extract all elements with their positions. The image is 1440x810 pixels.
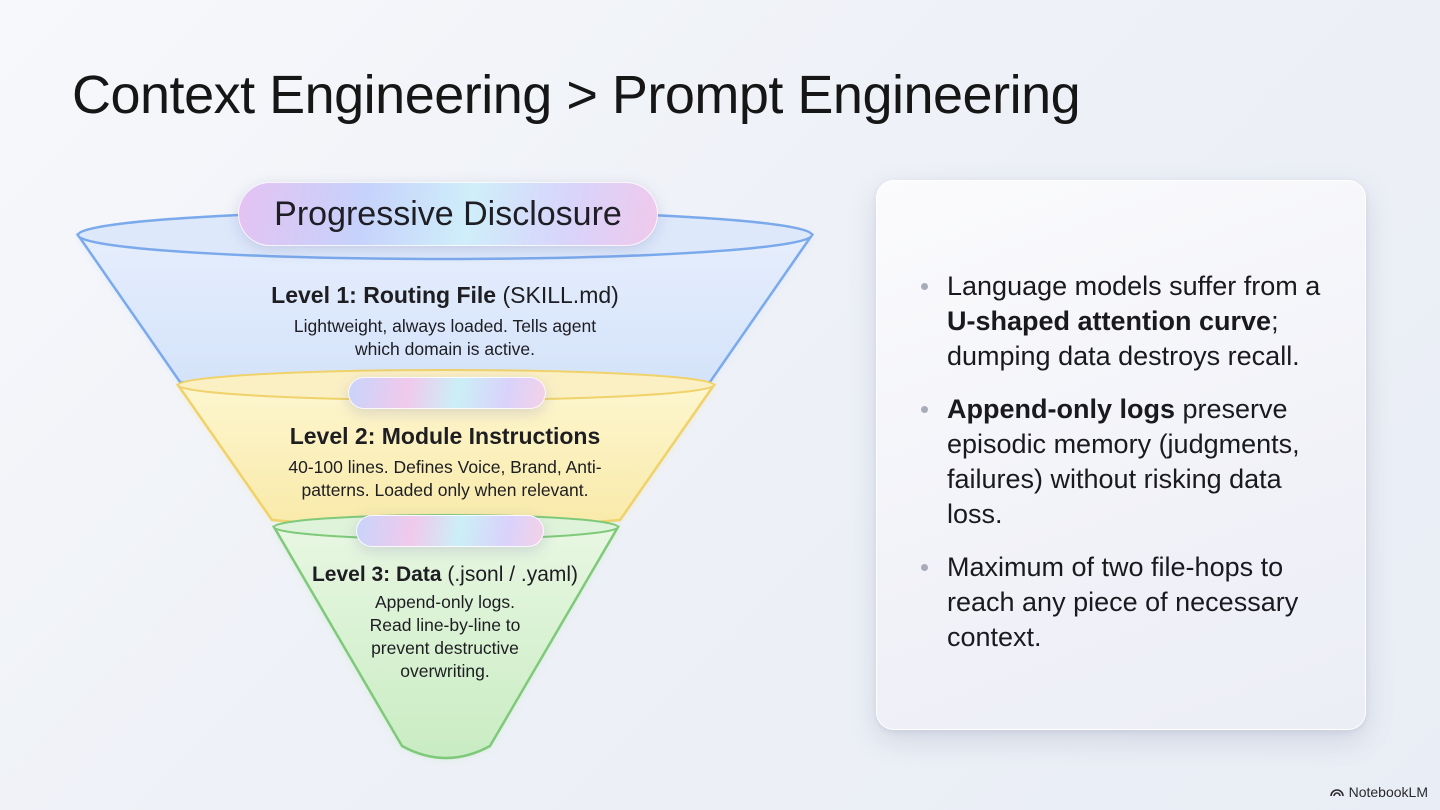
slide-title: Context Engineering > Prompt Engineering: [72, 65, 1081, 125]
level-2-title: Level 2: Module Instructions: [289, 423, 601, 449]
level-3-tier: [271, 525, 621, 760]
progressive-disclosure-label: Progressive Disclosure: [274, 194, 622, 233]
bullet-dot-icon: [921, 283, 928, 290]
level-2-description: 40-100 lines. Defines Voice, Brand, Anti…: [288, 457, 602, 500]
bullet-dot-icon: [921, 564, 928, 571]
level-1-text: Level 1: Routing File (SKILL.md) Lightwe…: [210, 282, 680, 361]
bullet-item: Language models suffer from a U-shaped a…: [921, 269, 1342, 374]
bullet-item: Maximum of two file-hops to reach any pi…: [921, 550, 1342, 655]
key-points-list: Language models suffer from a U-shaped a…: [921, 269, 1342, 673]
key-points-card: Language models suffer from a U-shaped a…: [876, 180, 1366, 730]
bullet-item: Append-only logs preserve episodic memor…: [921, 392, 1342, 532]
level-1-title: Level 1: Routing File (SKILL.md): [271, 282, 619, 308]
connector-pill-2: [356, 515, 544, 547]
level-3-text: Level 3: Data (.jsonl / .yaml) Append-on…: [290, 563, 600, 683]
progressive-disclosure-pill: Progressive Disclosure: [238, 182, 658, 246]
level-1-description: Lightweight, always loaded. Tells agent …: [293, 316, 597, 359]
notebooklm-icon: [1329, 789, 1344, 797]
level-3-title: Level 3: Data (.jsonl / .yaml): [311, 563, 579, 586]
brand-label: NotebookLM: [1348, 784, 1428, 800]
progressive-disclosure-funnel: Progressive Disclosure Level 1: Routing …: [60, 170, 840, 770]
connector-pill-1: [348, 377, 546, 409]
level-3-description: Append-only logs. Read line-by-line to p…: [369, 592, 521, 681]
brand-watermark: NotebookLM: [1329, 784, 1428, 800]
level-2-text: Level 2: Module Instructions 40-100 line…: [250, 423, 640, 502]
bullet-dot-icon: [921, 406, 928, 413]
